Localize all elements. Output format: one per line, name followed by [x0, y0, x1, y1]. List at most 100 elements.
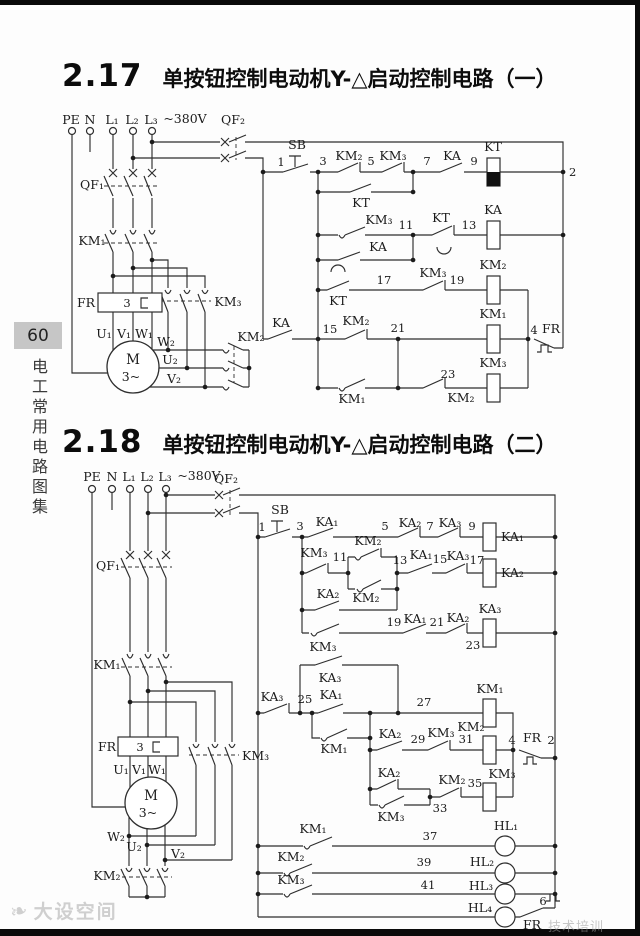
circuit-label: U₂ [162, 352, 178, 367]
circuit-label: KM₁ [93, 657, 120, 672]
circuit-label: KA₃ [479, 601, 502, 616]
node-number: 2 [569, 165, 576, 179]
node-number: 33 [433, 801, 448, 815]
circuit-label: HL₁ [494, 818, 518, 833]
circuit-label: QF₁ [96, 558, 120, 573]
watermark-logo-left: ❧大设空间 [7, 897, 118, 925]
node-number: 11 [333, 550, 348, 564]
motor-circle [106, 340, 160, 394]
node-number: 6 [539, 894, 546, 908]
circuit-label: L₁ [105, 112, 118, 127]
node-number: 9 [470, 154, 477, 168]
circuit-label: KA [369, 239, 388, 254]
circuit-label: V₁ [131, 762, 146, 777]
node-number: 41 [421, 878, 436, 892]
terminal-n [85, 126, 95, 136]
km1-coil [482, 698, 497, 728]
circuit-label: SB [271, 502, 289, 517]
circuit-label: 3 [123, 296, 130, 310]
circuit-label: KM₃ [277, 872, 304, 887]
circuit-label: KT [432, 210, 450, 225]
node-number: 25 [298, 692, 313, 706]
junction-dots [126, 492, 558, 900]
node-number: 19 [387, 615, 402, 629]
circuit-217: PE N L₁ L₂ L₃ ~380V QF₂ QF₁ KM₁ FR 3 U₁ … [62, 111, 576, 406]
circuit-label: QF₂ [221, 112, 245, 127]
circuit-label: KM₃ [242, 748, 269, 763]
circuit-label: KM₁ [299, 821, 326, 836]
page-border-top [0, 0, 640, 5]
circuit-label: KA₂ [399, 515, 422, 530]
circuit-label: KM₂ [479, 257, 506, 272]
circuit-label: U₂ [126, 839, 142, 854]
thermal-relay-box [117, 736, 179, 757]
kt-coil-fill [487, 172, 500, 186]
circuit-label: KM₃ [379, 148, 406, 163]
wires [91, 487, 560, 925]
circuit-label: KM₃ [479, 355, 506, 370]
circuit-label: 3~ [122, 369, 140, 384]
node-number: 1 [277, 155, 284, 169]
node-number: 15 [323, 322, 338, 336]
circuit-label: PE [62, 112, 80, 127]
circuit-label: KM₃ [427, 725, 454, 740]
circuit-label: KA₃ [447, 548, 470, 563]
km2-coil [482, 735, 497, 765]
circuit-label: SB [288, 137, 306, 152]
circuit-label: M [144, 788, 158, 804]
circuit-label: KM₃ [309, 639, 336, 654]
circuit-label: KT [484, 139, 502, 154]
terminal-l2 [128, 126, 138, 136]
km2-coil [486, 275, 501, 305]
watermark-icon: ❧ [7, 897, 32, 925]
node-number: 29 [411, 732, 426, 746]
circuit-label: N [107, 469, 118, 484]
node-number: 3 [319, 154, 326, 168]
circuit-label: KM₁ [479, 306, 506, 321]
circuit-label: KA [443, 148, 462, 163]
heater-glyph [152, 741, 160, 753]
circuit-label: KM₃ [365, 212, 392, 227]
circuit-label: L₂ [125, 112, 138, 127]
circuit-label: KA₃ [261, 689, 284, 704]
circuit-label: KM₁ [338, 391, 365, 406]
node-number: 17 [377, 273, 392, 287]
circuit-218: PE N L₁ L₂ L₃ ~380V QF₂ QF₁ KM₁ FR 3 U₁ … [83, 468, 560, 932]
circuit-label: V₂ [170, 846, 185, 861]
node-number: 23 [466, 638, 481, 652]
node-number: 3 [296, 519, 303, 533]
circuit-label: HL₄ [468, 900, 492, 915]
node-number: 4 [530, 323, 537, 337]
circuit-label: V₁ [116, 326, 131, 341]
circuit-label: KM₃ [419, 265, 446, 280]
terminal-l1 [125, 484, 135, 494]
circuit-label: PE [83, 469, 101, 484]
circuit-label: KM₃ [214, 294, 241, 309]
circuit-label: 3~ [139, 805, 157, 820]
circuit-label: KM₁ [320, 741, 347, 756]
motor-circle [124, 776, 178, 830]
node-number: 11 [399, 218, 414, 232]
circuit-label: KM₃ [488, 766, 515, 781]
circuit-label: QF₁ [80, 177, 104, 192]
node-number: 15 [433, 552, 448, 566]
circuit-label: KM₂ [335, 148, 362, 163]
circuit-label: KT [329, 293, 347, 308]
circuit-217-labels: PE N L₁ L₂ L₃ ~380V QF₂ QF₁ KM₁ FR 3 U₁ … [62, 111, 576, 406]
node-number: 7 [426, 519, 433, 533]
node-number: 17 [470, 553, 485, 567]
circuit-label: FR [77, 295, 96, 310]
page-number: 60 [14, 322, 62, 349]
km3-coil [482, 782, 497, 812]
km3-coil [486, 373, 501, 403]
terminal-pe [67, 126, 77, 136]
circuit-label: V₂ [166, 371, 181, 386]
circuit-label: KA₂ [379, 726, 402, 741]
circuit-label: KA₁ [501, 529, 524, 544]
circuit-label: W₁ [135, 326, 153, 341]
section-2-heading: 2.18 单按钮控制电动机Y-△启动控制电路（二） [62, 424, 556, 460]
terminal-l1 [108, 126, 118, 136]
page-border-bottom [0, 929, 640, 936]
circuit-label: KM₂ [354, 533, 381, 548]
